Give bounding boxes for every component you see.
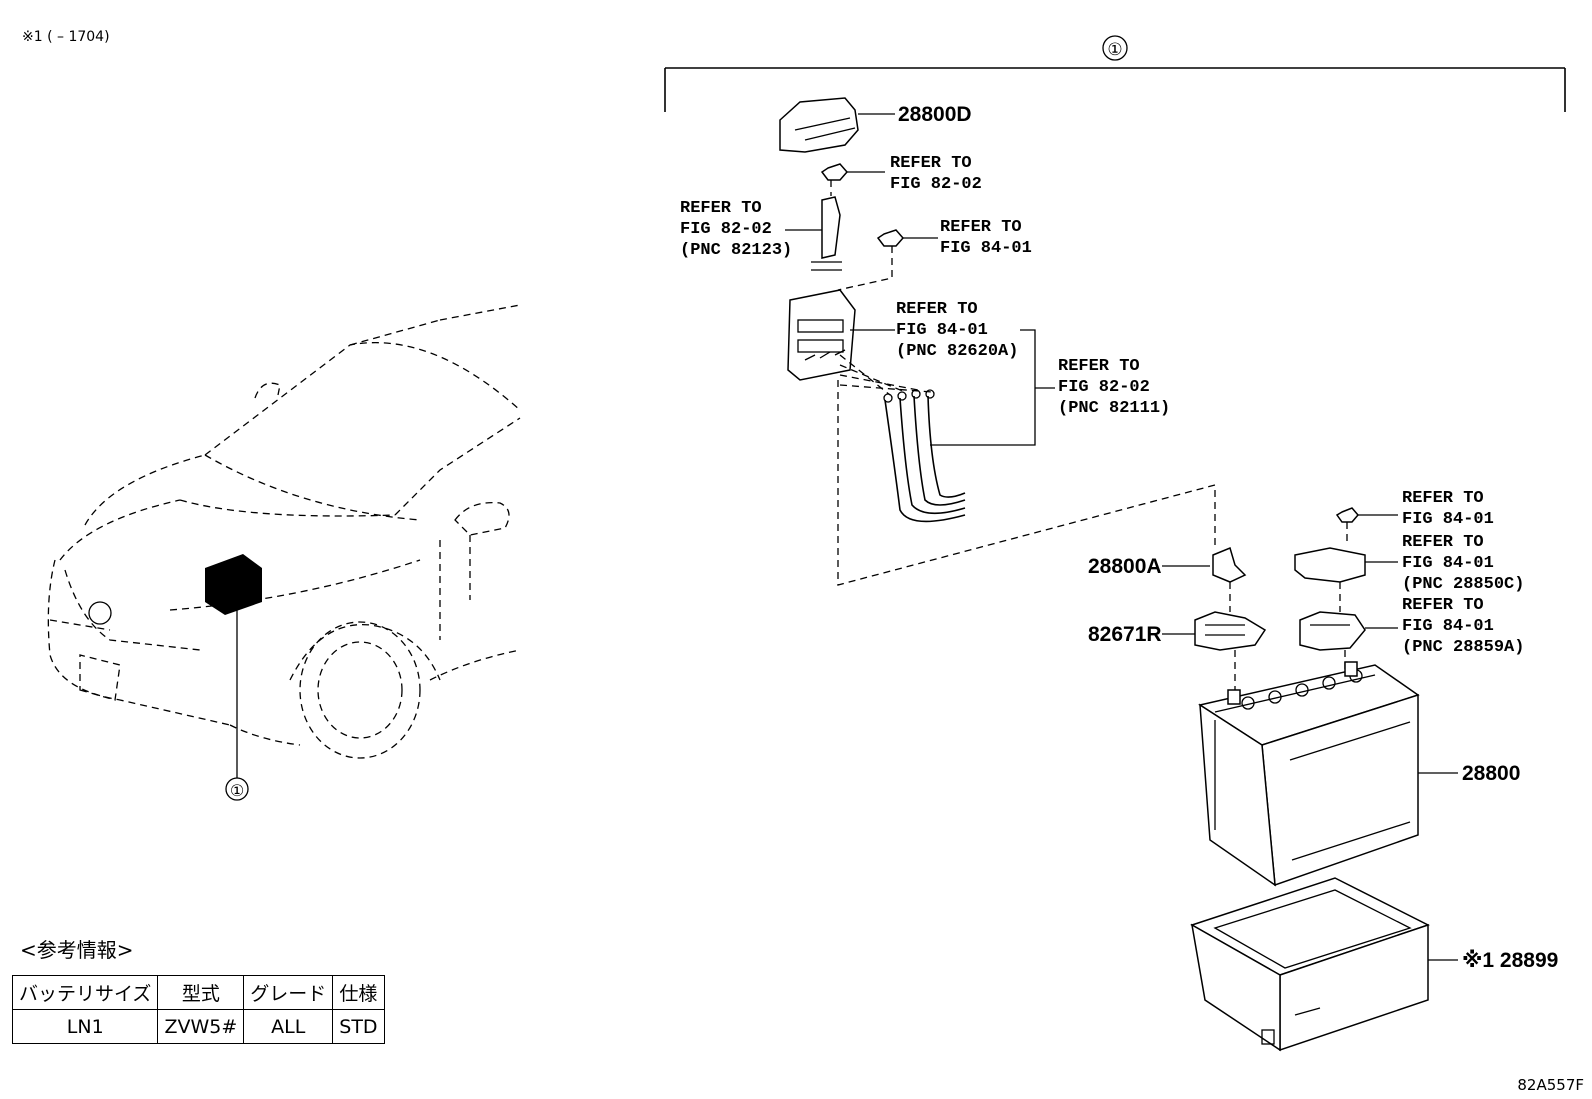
terminal-cover-part bbox=[1299, 611, 1398, 675]
reference-line: (PNC 82620A) bbox=[896, 342, 1018, 361]
part-label: 28800D bbox=[898, 103, 972, 126]
part-label: ※1 28899 bbox=[1462, 949, 1558, 972]
table-cell: ZVW5# bbox=[157, 1009, 245, 1044]
reference-line: REFER TO bbox=[1402, 533, 1484, 552]
reference-line: FIG 82-02 bbox=[1058, 378, 1150, 397]
reference-line: REFER TO bbox=[680, 199, 762, 218]
negative-terminal-part bbox=[1294, 547, 1398, 612]
reference-line: REFER TO bbox=[1402, 489, 1484, 508]
table-header-row: バッテリサイズ 型式 グレード 仕様 bbox=[11, 975, 385, 1010]
table-header-cell: 仕様 bbox=[332, 975, 385, 1010]
diagram-id: 82A557F bbox=[1517, 1076, 1584, 1094]
battery-part bbox=[1198, 661, 1458, 887]
battery-clamp-part bbox=[1162, 611, 1267, 690]
table-header-cell: バッテリサイズ bbox=[11, 975, 159, 1010]
nut-icon bbox=[820, 163, 885, 181]
car-illustration: ① bbox=[47, 304, 521, 801]
table-cell: ALL bbox=[243, 1009, 334, 1044]
reference-line: FIG 84-01 bbox=[940, 239, 1032, 258]
wire-harness-part bbox=[839, 329, 1055, 523]
nut-icon bbox=[1335, 507, 1398, 545]
positive-cable-part bbox=[785, 180, 842, 271]
table-row: LN1 ZVW5# ALL STD bbox=[11, 1009, 385, 1044]
hold-down-bolt-part bbox=[1162, 546, 1247, 612]
reference-line: REFER TO bbox=[896, 300, 978, 319]
reference-line: (PNC 82111) bbox=[1058, 399, 1170, 418]
locator-callout: ① bbox=[230, 781, 244, 800]
footnote: ※1 ( – 1704) bbox=[22, 29, 110, 45]
reference-line: REFER TO bbox=[890, 154, 972, 173]
terminal-cover-part bbox=[779, 97, 895, 153]
reference-line: FIG 84-01 bbox=[1402, 554, 1494, 573]
reference-line: FIG 84-01 bbox=[1402, 510, 1494, 529]
part-label: 82671R bbox=[1088, 623, 1162, 646]
reference-line: (PNC 28850C) bbox=[1402, 575, 1524, 594]
table-header-cell: グレード bbox=[243, 975, 334, 1010]
reference-line: REFER TO bbox=[1402, 596, 1484, 615]
reference-line: (PNC 28859A) bbox=[1402, 638, 1524, 657]
reference-line: FIG 84-01 bbox=[1402, 617, 1494, 636]
battery-tray-part bbox=[1190, 877, 1458, 1052]
reference-line: FIG 82-02 bbox=[890, 175, 982, 194]
reference-line: FIG 82-02 bbox=[680, 220, 772, 239]
fusible-link-block-part bbox=[787, 289, 895, 381]
table-header-cell: 型式 bbox=[157, 975, 245, 1010]
table-cell: STD bbox=[332, 1009, 385, 1044]
table-cell: LN1 bbox=[11, 1009, 159, 1044]
part-label: 28800A bbox=[1088, 555, 1162, 578]
battery-location-marker bbox=[205, 554, 262, 615]
assembly-callout: ① bbox=[1107, 40, 1122, 60]
reference-info-table: バッテリサイズ 型式 グレード 仕様 LN1 ZVW5# ALL STD bbox=[11, 975, 385, 1044]
nut-icon bbox=[837, 229, 938, 291]
part-label: 28800 bbox=[1462, 762, 1520, 785]
reference-info-title: <参考情報> bbox=[20, 938, 134, 962]
reference-line: REFER TO bbox=[1058, 357, 1140, 376]
reference-line: REFER TO bbox=[940, 218, 1022, 237]
reference-line: (PNC 82123) bbox=[680, 241, 792, 260]
reference-line: FIG 84-01 bbox=[896, 321, 988, 340]
assembly-bracket: ① bbox=[664, 35, 1566, 112]
